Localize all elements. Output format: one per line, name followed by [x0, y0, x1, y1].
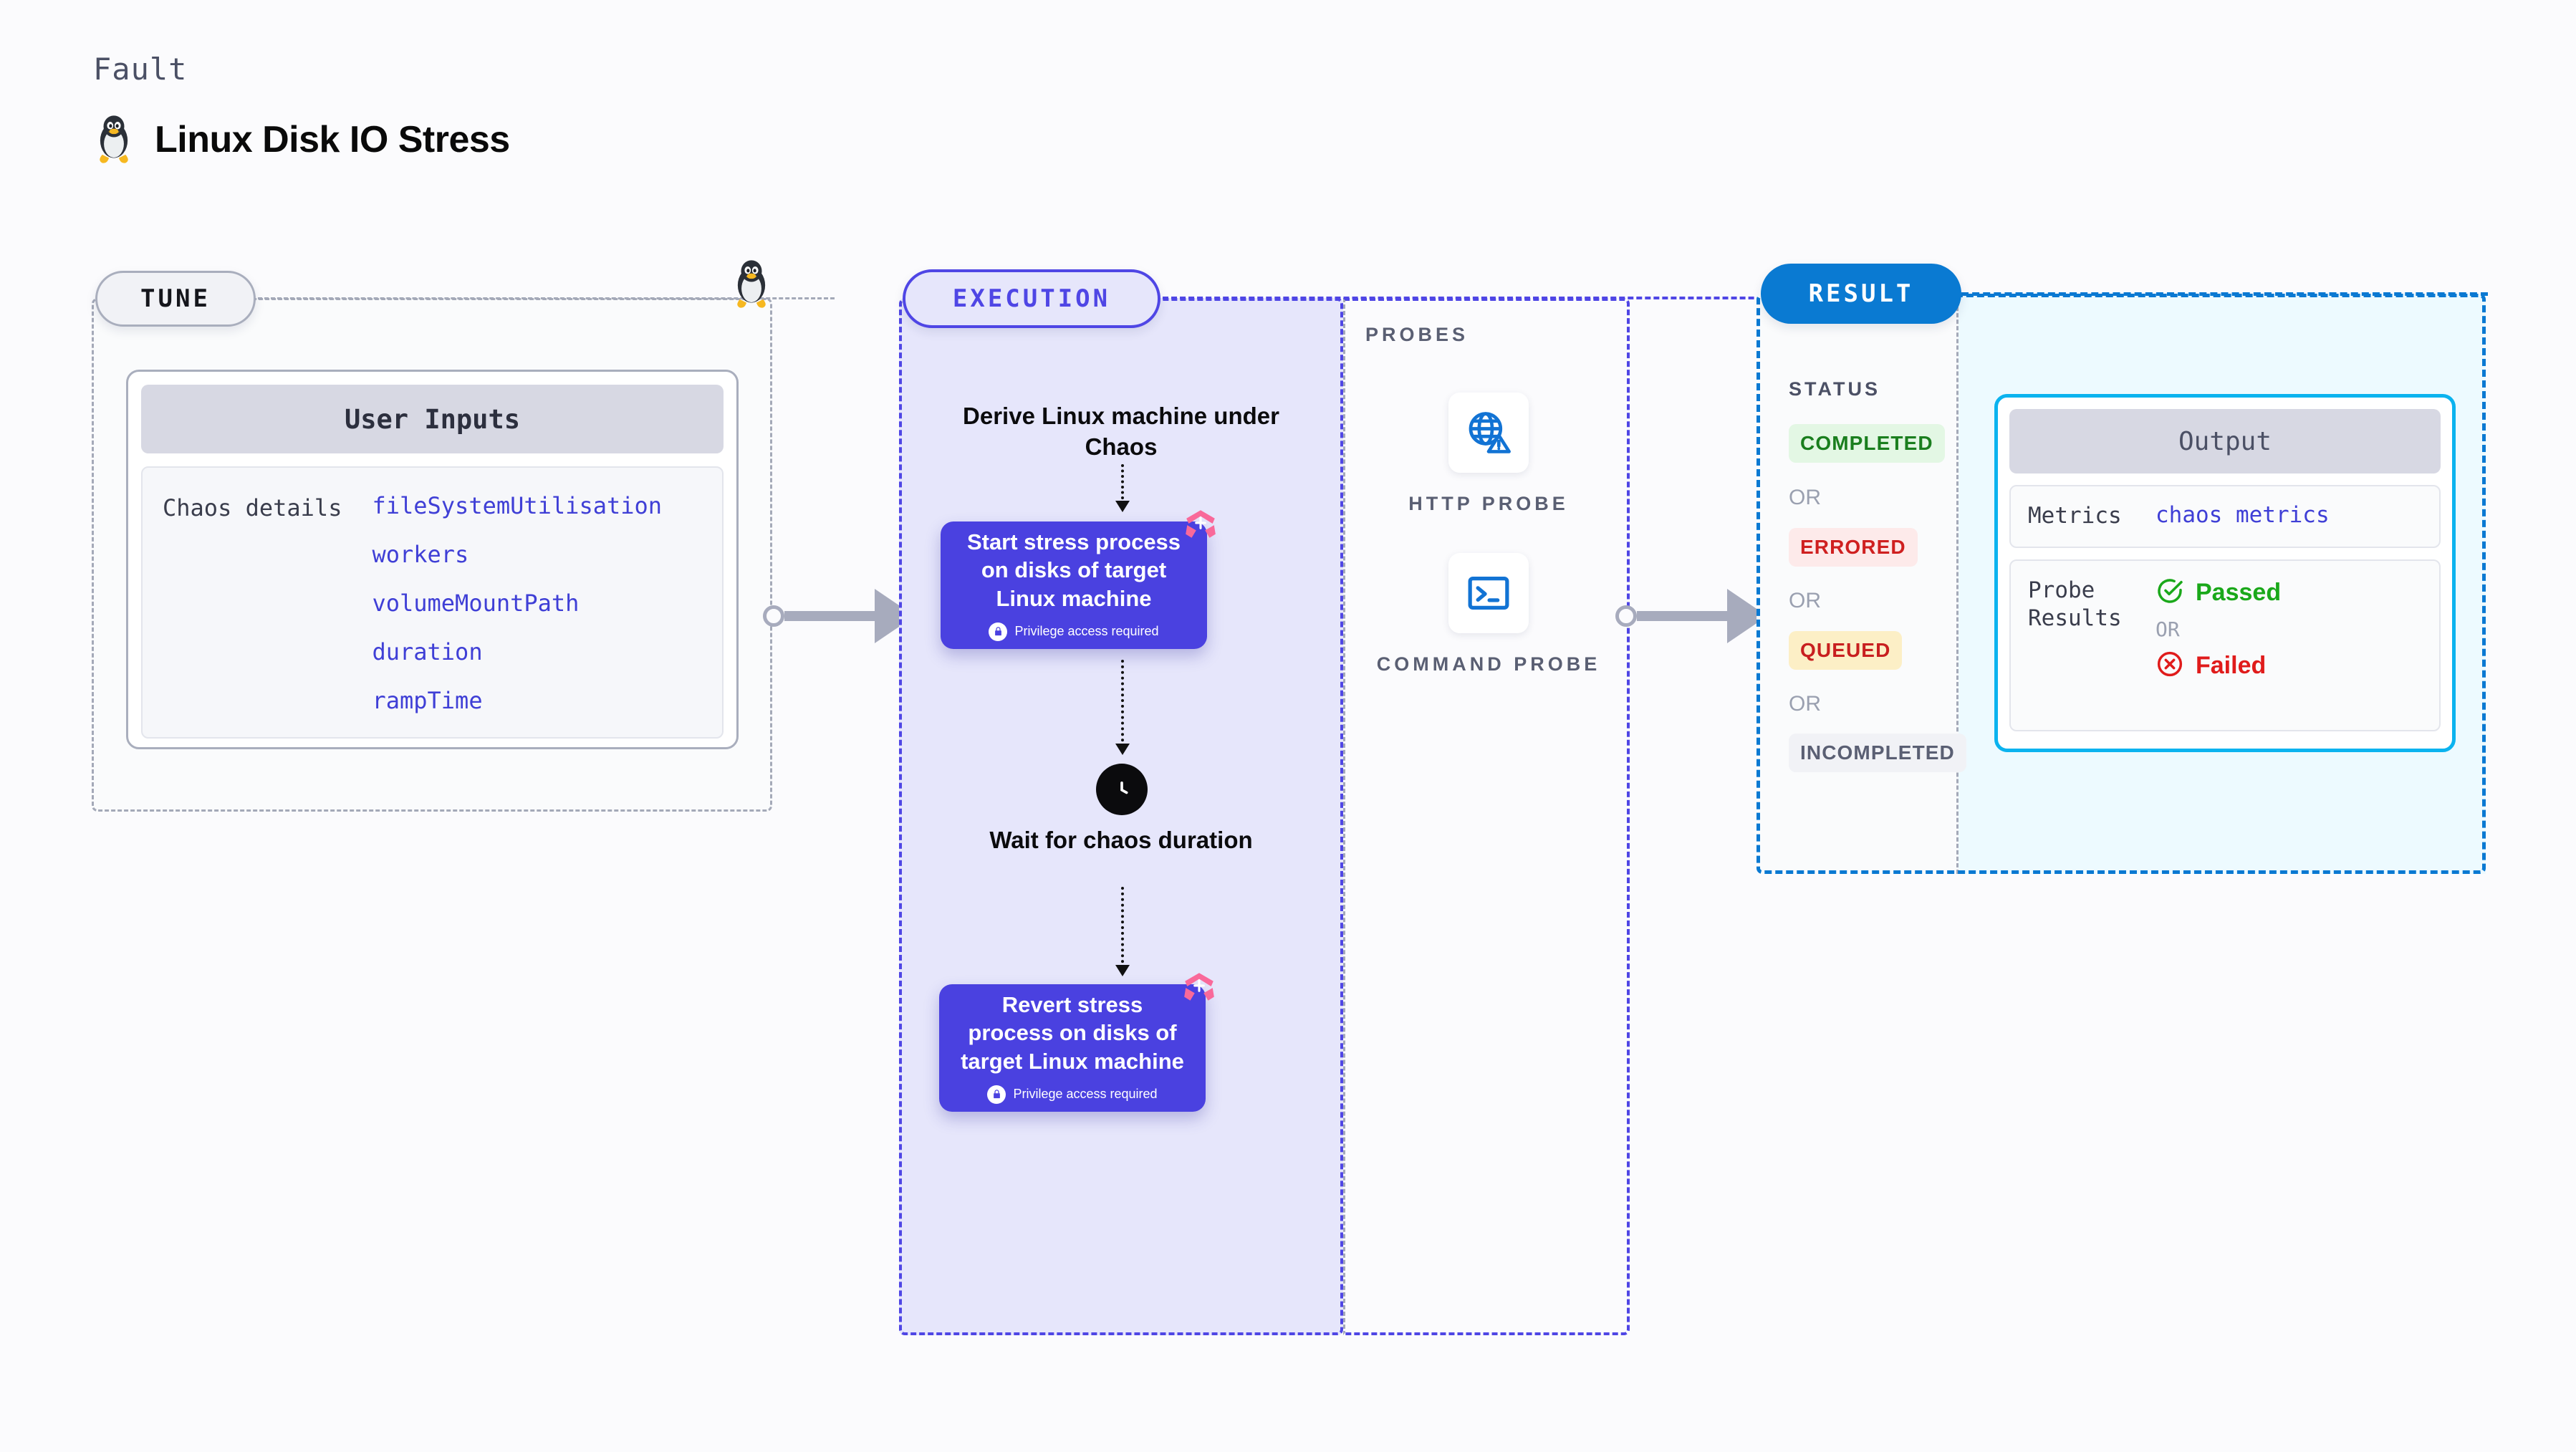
probe-passed-label: Passed — [2196, 578, 2282, 606]
execution-panel-outline — [899, 298, 1343, 1335]
page-title-row: Linux Disk IO Stress — [93, 115, 510, 165]
metrics-value[interactable]: chaos metrics — [2156, 502, 2330, 528]
start-stress-step-card[interactable]: Start stress process on disks of target … — [941, 510, 1216, 649]
chaos-details-values: fileSystemUtilisation workers volumeMoun… — [372, 492, 662, 737]
probes-label: PROBES — [1365, 324, 1469, 345]
check-circle-icon — [2156, 577, 2184, 609]
user-inputs-card: User Inputs Chaos details fileSystemUtil… — [126, 370, 739, 749]
metrics-key: Metrics — [2028, 503, 2122, 529]
input-ramp-time[interactable]: rampTime — [372, 687, 483, 714]
output-card: Output Metrics chaos metrics Probe Resul… — [1994, 394, 2456, 752]
tune-pill-label[interactable]: TUNE — [95, 271, 256, 327]
status-badge-incompleted: INCOMPLETED — [1789, 734, 1966, 772]
output-probe-results-row: Probe Results Passed OR — [2009, 559, 2441, 731]
result-panel: RESULT STATUS COMPLETED OR ERRORED OR QU… — [1756, 264, 2488, 874]
lock-icon — [987, 1085, 1006, 1104]
status-badge-completed: COMPLETED — [1789, 424, 1945, 463]
revert-stress-privilege-note-row: Privilege access required — [987, 1085, 1158, 1104]
status-or-1: OR — [1789, 486, 1821, 509]
connector-line — [1637, 611, 1729, 621]
probe-results-key: Probe Results — [2028, 577, 2122, 632]
clock-icon — [1096, 764, 1148, 815]
status-badge-errored: ERRORED — [1789, 528, 1918, 567]
probe-failed-label: Failed — [2196, 651, 2267, 679]
user-inputs-title: User Inputs — [141, 385, 724, 453]
status-or-3: OR — [1789, 692, 1821, 716]
user-inputs-body: Chaos details fileSystemUtilisation work… — [141, 466, 724, 739]
probe-result-passed: Passed — [2156, 577, 2281, 609]
probe-result-failed: Failed — [2156, 650, 2281, 682]
flow-arrow-1 — [1115, 464, 1130, 512]
linux-penguin-icon — [93, 115, 135, 165]
flow-arrow-2 — [1115, 660, 1130, 755]
chaos-details-label: Chaos details — [163, 494, 342, 521]
input-file-system-utilisation[interactable]: fileSystemUtilisation — [372, 492, 663, 519]
result-top-dashed-line — [1961, 292, 2488, 296]
start-stress-step-text: Start stress process on disks of target … — [966, 529, 1181, 611]
execution-pill-label[interactable]: EXECUTION — [903, 269, 1160, 328]
probes-panel: PROBES HTTP PROBE — [1343, 298, 1630, 1335]
connector-line — [784, 611, 876, 621]
probe-results-or: OR — [2156, 617, 2180, 641]
revert-stress-step-card[interactable]: Revert stress process on disks of target… — [939, 973, 1214, 1112]
linux-penguin-icon — [731, 259, 772, 309]
litmus-chaos-icon — [1183, 506, 1219, 545]
input-volume-mount-path[interactable]: volumeMountPath — [372, 590, 580, 617]
status-badge-queued: QUEUED — [1789, 631, 1903, 670]
probe-command[interactable]: COMMAND PROBE — [1345, 553, 1632, 677]
x-circle-icon — [2156, 650, 2184, 682]
lock-icon — [989, 622, 1008, 641]
probe-results-values: Passed OR Failed — [2156, 577, 2281, 714]
output-metrics-row: Metrics chaos metrics — [2009, 485, 2441, 548]
globe-warning-icon — [1448, 393, 1529, 473]
execution-panel: EXECUTION Derive Linux machine under Cha… — [899, 269, 1900, 1335]
status-label: STATUS — [1789, 378, 1880, 400]
output-title: Output — [2009, 409, 2441, 473]
litmus-chaos-icon — [1181, 968, 1217, 1008]
tune-top-dashed-line — [258, 297, 835, 299]
derive-step-title: Derive Linux machine under Chaos — [963, 403, 1279, 460]
probe-http[interactable]: HTTP PROBE — [1345, 393, 1632, 516]
connector-start-dot — [763, 605, 784, 627]
flow-arrow-3 — [1115, 887, 1130, 976]
tune-panel: TUNE User Inputs Chaos details fileSyste… — [92, 271, 835, 812]
start-stress-privilege-note-row: Privilege access required — [989, 622, 1159, 641]
revert-stress-step-text: Revert stress process on disks of target… — [961, 992, 1184, 1074]
wait-step-title: Wait for chaos duration — [989, 827, 1253, 853]
input-duration[interactable]: duration — [372, 638, 483, 665]
execution-top-dashed-line — [1163, 297, 1900, 299]
result-pill-label[interactable]: RESULT — [1761, 264, 1961, 324]
page-eyebrow: Fault — [93, 52, 188, 87]
probe-command-caption: COMMAND PROBE — [1376, 653, 1601, 675]
result-status-column-bg — [1756, 294, 1959, 874]
terminal-icon — [1448, 553, 1529, 633]
probe-http-caption: HTTP PROBE — [1408, 493, 1569, 514]
input-workers[interactable]: workers — [372, 541, 469, 568]
connector-start-dot — [1615, 605, 1637, 627]
status-or-2: OR — [1789, 589, 1821, 612]
revert-stress-privilege-note: Privilege access required — [1013, 1087, 1158, 1102]
page-title: Linux Disk IO Stress — [155, 119, 510, 160]
start-stress-privilege-note: Privilege access required — [1014, 624, 1159, 639]
